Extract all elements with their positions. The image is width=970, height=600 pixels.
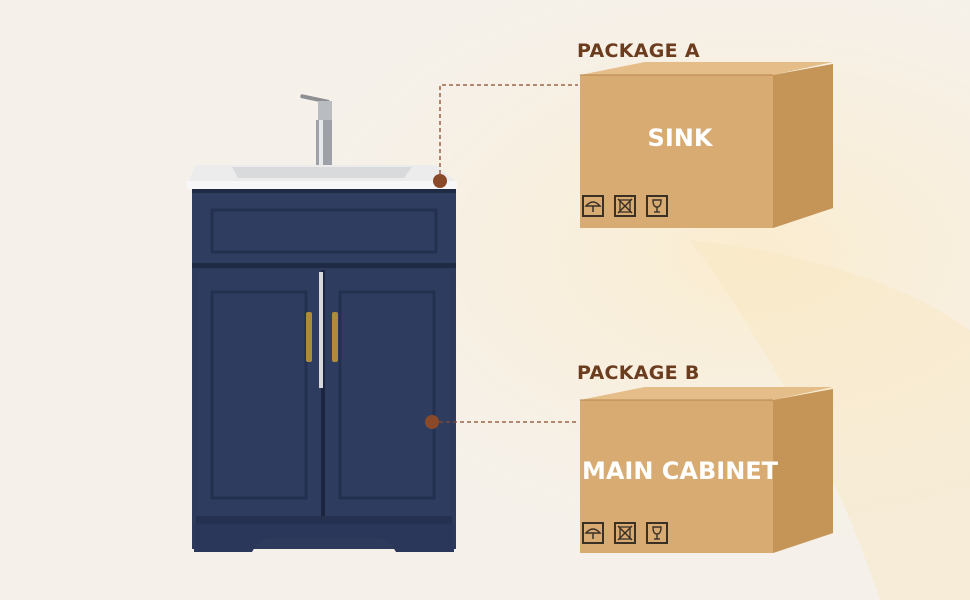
umbrella-icon bbox=[582, 522, 604, 544]
umbrella-icon bbox=[582, 195, 604, 217]
sink-top bbox=[187, 165, 457, 189]
faucet bbox=[300, 94, 332, 166]
package-a-contents: SINK bbox=[647, 124, 713, 152]
package-b-box bbox=[580, 387, 833, 553]
marker-dot-b bbox=[425, 415, 439, 429]
cabinet-body bbox=[192, 189, 456, 552]
package-b-contents: MAIN CABINET bbox=[581, 457, 779, 485]
no-stack-icon bbox=[614, 522, 636, 544]
package-a-label: PACKAGE A bbox=[577, 40, 700, 62]
package-a-box bbox=[580, 62, 833, 228]
fragile-glass-icon bbox=[646, 195, 668, 217]
no-stack-icon bbox=[614, 195, 636, 217]
package-b-label: PACKAGE B bbox=[577, 362, 700, 384]
marker-dot-a bbox=[433, 174, 447, 188]
fragile-glass-icon bbox=[646, 522, 668, 544]
